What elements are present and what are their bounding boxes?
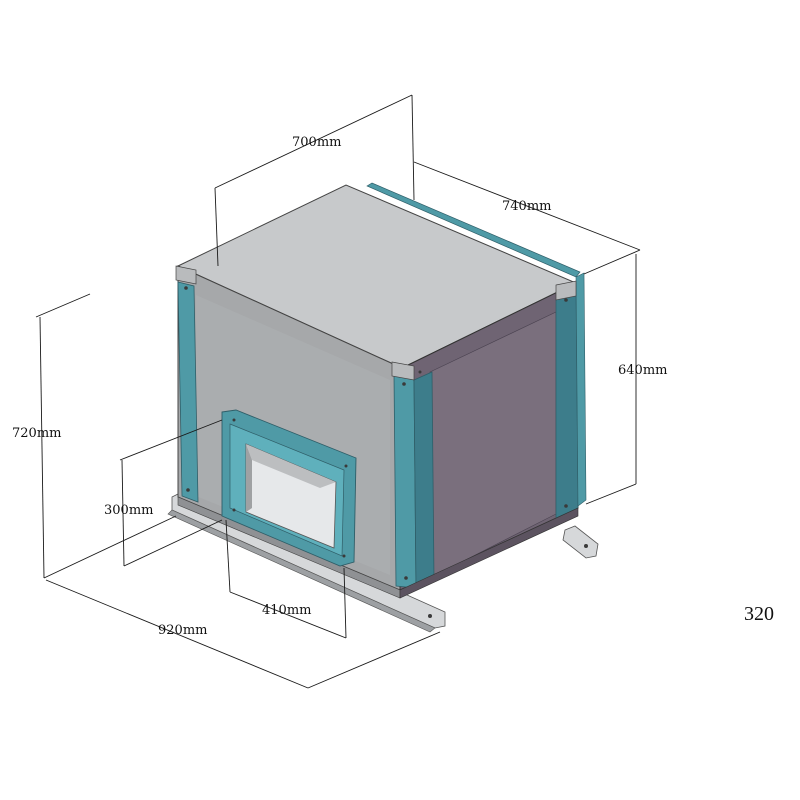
dimension-width-top: 740mm <box>413 161 641 275</box>
dim-label-300: 300mm <box>104 503 153 518</box>
dim-label-720: 720mm <box>12 426 61 441</box>
front-frame-corner <box>393 374 417 589</box>
dimension-outlet-height: 300mm <box>104 419 223 567</box>
model-number-label: 320 <box>744 603 774 625</box>
dim-label-640: 640mm <box>618 363 667 378</box>
outlet-flange <box>221 409 357 567</box>
dim-label-700: 700mm <box>292 135 341 150</box>
rivets <box>184 286 568 580</box>
side-frame-rear <box>555 289 579 519</box>
dimension-depth-top: 700mm <box>214 94 415 267</box>
rear-flange-top <box>366 182 581 278</box>
base-rail-rear <box>562 525 599 559</box>
side-frame-corner <box>413 371 435 589</box>
dim-label-920: 920mm <box>158 623 207 638</box>
dimension-outlet-width: 410mm <box>225 519 347 639</box>
dim-label-410: 410mm <box>262 603 311 618</box>
front-frame-left <box>177 281 199 503</box>
rear-flange-side <box>575 272 587 507</box>
dimension-height-left: 720mm <box>12 293 177 579</box>
dim-label-740: 740mm <box>502 199 551 214</box>
dimension-height-right: 640mm <box>585 254 667 505</box>
dimension-base-length: 920mm <box>45 579 441 689</box>
